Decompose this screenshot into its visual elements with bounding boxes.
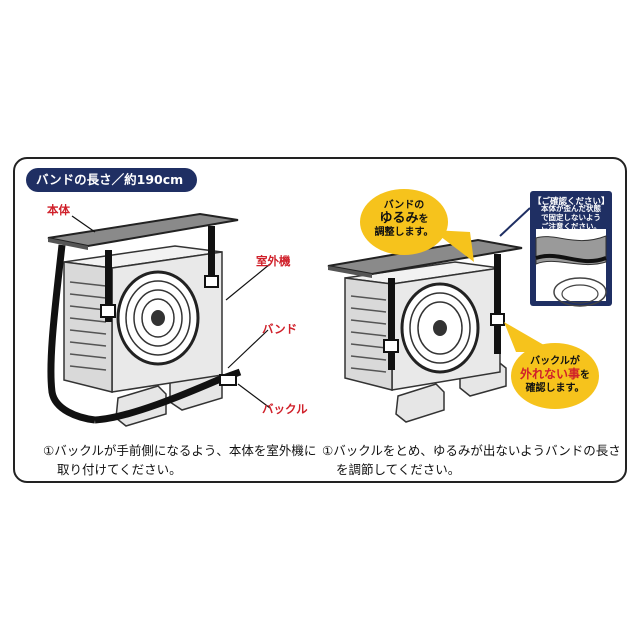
- left-fan-hub: [151, 310, 165, 326]
- note-pointer: [499, 207, 531, 237]
- left-buckle-1: [100, 304, 116, 318]
- left-band-lower: [94, 368, 242, 424]
- note-inset-fan-inner: [561, 284, 599, 304]
- right-caption-line-1: ①バックルをとめ、ゆるみが出ないようバンドの長さ: [322, 443, 621, 458]
- right-strap-back: [494, 254, 501, 354]
- left-buckle-3: [219, 374, 237, 386]
- slack-bubble: [360, 189, 448, 255]
- leader-band: [227, 329, 269, 369]
- buckle-line-1: バックルが: [530, 356, 580, 367]
- band-length-title: バンドの長さ／約190cm: [26, 168, 198, 192]
- label-outdoor-unit: 室外機: [256, 254, 291, 268]
- right-cover-edge: [328, 266, 372, 278]
- note-line-3: ご注意ください。: [541, 222, 601, 231]
- left-caption-line-2: 取り付けてください。: [57, 462, 182, 477]
- slack-line-1: バンドの: [383, 200, 425, 211]
- slack-line-3: 調整します。: [374, 227, 434, 238]
- label-body: 本体: [47, 203, 70, 217]
- right-stand-foot-front: [395, 383, 445, 423]
- right-fan-hub: [433, 320, 447, 336]
- right-fan-ring-2: [417, 301, 463, 355]
- right-caption-line-2: を調節してください。: [336, 462, 461, 477]
- buckle-line-2-emph: 外れない事: [519, 367, 580, 381]
- left-buckle-2: [204, 275, 219, 288]
- label-band: バンド: [262, 322, 298, 336]
- buckle-bubble-text: バックルが 外れない事を 確認します。: [512, 355, 598, 395]
- buckle-line-2-rest: を: [580, 370, 590, 381]
- note-heading: 【ご確認ください】: [533, 197, 610, 207]
- left-caption-line-1: ①バックルが手前側になるよう、本体を室外機に: [43, 443, 317, 458]
- note-line-2: で固定しないよう: [541, 213, 601, 222]
- left-fan-ring-1: [125, 280, 191, 356]
- leader-body: [71, 215, 96, 233]
- left-caption: ①バックルが手前側になるよう、本体を室外機に 取り付けてください。: [43, 441, 323, 479]
- left-cover-edge: [48, 238, 88, 250]
- label-buckle: バックル: [262, 402, 308, 416]
- right-buckle-1: [383, 339, 399, 353]
- left-strap-front: [105, 250, 112, 322]
- slack-bubble-tail: [432, 230, 474, 262]
- right-buckle-2: [490, 313, 505, 326]
- left-fan-ring-2: [133, 289, 183, 347]
- left-band-loose: [47, 244, 96, 424]
- left-strap-back: [208, 226, 215, 288]
- right-strap-front: [388, 278, 395, 370]
- right-fan-ring-1: [409, 292, 471, 364]
- buckle-line-3: 確認します。: [525, 383, 585, 394]
- left-fan-ring-3: [141, 298, 175, 338]
- slack-line-2-emph: ゆるみ: [379, 211, 419, 226]
- leader-buckle: [237, 383, 271, 409]
- right-unit-vents: [350, 295, 387, 373]
- right-caption: ①バックルをとめ、ゆるみが出ないようバンドの長さ を調節してください。: [322, 441, 622, 479]
- note-inset-fan: [553, 277, 607, 307]
- note-line-1: 本体が歪んだ状態: [541, 204, 601, 213]
- slack-bubble-text: バンドの ゆるみを 調整します。: [362, 199, 446, 239]
- leader-outdoor-unit: [225, 263, 271, 301]
- left-unit-vents: [69, 281, 107, 371]
- buckle-bubble: [511, 343, 599, 409]
- note-inset-strap: [535, 253, 607, 264]
- left-cover-top: [47, 212, 239, 248]
- slack-line-2-rest: を: [418, 214, 429, 225]
